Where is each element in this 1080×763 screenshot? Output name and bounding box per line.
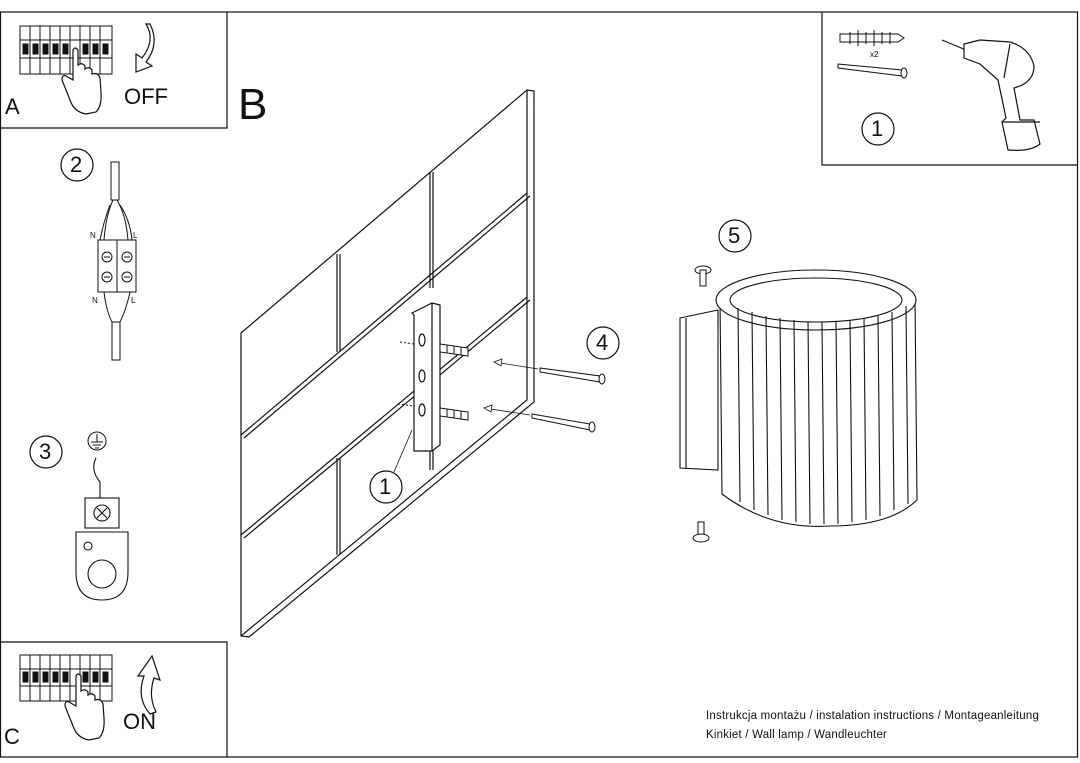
step-2-number: 2 bbox=[70, 152, 83, 177]
dowel-icon bbox=[839, 30, 905, 46]
live-top-label: L bbox=[133, 231, 138, 240]
wall-lamp bbox=[679, 269, 918, 527]
screws bbox=[531, 367, 606, 433]
step-5-number: 5 bbox=[728, 223, 741, 248]
long-screw-icon bbox=[837, 63, 908, 79]
ground-terminal bbox=[75, 457, 129, 601]
breaker-panel-off bbox=[19, 25, 113, 75]
step-4-number: 4 bbox=[596, 330, 609, 355]
breaker-panel-on bbox=[19, 654, 113, 702]
bracket-step-number: 1 bbox=[379, 474, 392, 499]
mounting-bracket bbox=[410, 302, 441, 452]
panel-b-label: B bbox=[238, 80, 268, 129]
tiled-wall bbox=[240, 89, 535, 638]
neutral-bottom-label: N bbox=[92, 296, 98, 305]
footer-instructions: Instrukcja montażu / instalation instruc… bbox=[706, 710, 1040, 722]
quantity-label: x2 bbox=[870, 50, 879, 59]
step-3-number: 3 bbox=[39, 439, 52, 464]
top-screw bbox=[694, 265, 712, 287]
on-label: ON bbox=[123, 709, 156, 734]
outer-frame bbox=[0, 11, 1079, 758]
hand-icon-on bbox=[64, 673, 105, 741]
step-1-number: 1 bbox=[871, 116, 884, 141]
neutral-top-label: N bbox=[90, 231, 96, 240]
wall-plugs bbox=[397, 341, 469, 421]
wire-connector bbox=[97, 161, 137, 361]
hand-icon-off bbox=[61, 47, 102, 115]
footer-product: Kinkiet / Wall lamp / Wandleuchter bbox=[706, 729, 888, 741]
off-label: OFF bbox=[124, 84, 168, 109]
bracket-leader-line bbox=[393, 429, 413, 473]
panel-c-label: C bbox=[4, 724, 20, 749]
insert-arrows bbox=[483, 358, 539, 416]
panel-a-label: A bbox=[5, 94, 20, 119]
live-bottom-label: L bbox=[131, 296, 136, 305]
step-circles bbox=[29, 112, 895, 504]
bottom-screw bbox=[692, 521, 710, 543]
ground-symbol-icon bbox=[87, 431, 107, 451]
drill-icon bbox=[941, 39, 1041, 151]
arrow-up-icon bbox=[136, 654, 161, 715]
arrow-down-icon bbox=[135, 23, 155, 73]
